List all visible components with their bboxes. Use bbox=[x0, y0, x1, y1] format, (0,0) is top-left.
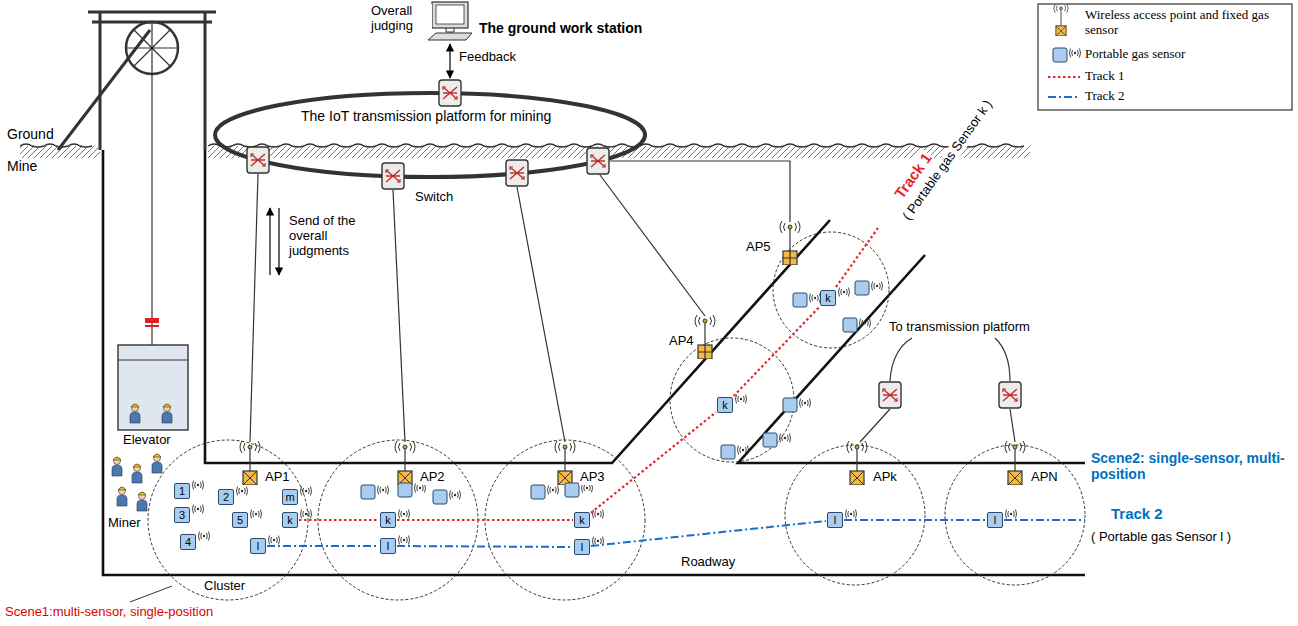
text-label: Mine bbox=[6, 158, 38, 174]
text-label: AP3 bbox=[579, 470, 606, 485]
text-label: AP2 bbox=[419, 470, 446, 485]
sensor-id: 4 bbox=[185, 537, 191, 548]
text-label: Miner bbox=[107, 516, 142, 531]
text-label: The IoT transmission platform for mining bbox=[300, 108, 552, 124]
portable-sensor: l bbox=[987, 512, 1003, 528]
portable-sensor: 2 bbox=[218, 489, 234, 505]
antenna-arcs bbox=[399, 536, 410, 545]
track-2-line bbox=[844, 519, 986, 521]
track-1-line bbox=[397, 519, 573, 521]
legend-text: Track 1 bbox=[1085, 69, 1285, 84]
sensor-id: 2 bbox=[223, 492, 229, 503]
text-label: Switch bbox=[414, 190, 454, 205]
track-1-line bbox=[591, 412, 716, 513]
sensor-id: k bbox=[385, 515, 391, 526]
antenna-arcs bbox=[846, 510, 857, 519]
portable-sensor: k bbox=[282, 512, 298, 528]
text-label: Send of the overall judgments bbox=[288, 214, 382, 259]
portable-sensor: m bbox=[282, 489, 298, 505]
text-label: Feedback bbox=[458, 50, 517, 65]
portable-sensor: k bbox=[717, 397, 733, 413]
portable-sensor: l bbox=[827, 512, 843, 528]
sensor-id: 5 bbox=[237, 515, 243, 526]
text-label: AP1 bbox=[264, 470, 291, 485]
portable-sensor: l bbox=[380, 538, 396, 554]
sensor-id: k bbox=[287, 515, 293, 526]
text-label: Track 2 bbox=[1110, 505, 1164, 522]
sensor-id: k bbox=[722, 400, 728, 411]
portable-sensor: 4 bbox=[180, 534, 196, 550]
track-1-line bbox=[734, 307, 820, 396]
portable-sensor: 3 bbox=[174, 507, 190, 523]
sensor-id: l bbox=[581, 542, 583, 553]
text-label: APN bbox=[1030, 470, 1059, 485]
text-label: AP5 bbox=[745, 240, 772, 255]
text-label: Cluster bbox=[203, 579, 246, 594]
track-1-line bbox=[299, 519, 379, 521]
antenna-arcs bbox=[593, 537, 604, 546]
sensor-id: l bbox=[994, 515, 996, 526]
legend-text: Portable gas sensor bbox=[1085, 47, 1285, 62]
portable-sensor: 5 bbox=[232, 512, 248, 528]
sensor-id: l bbox=[834, 515, 836, 526]
antenna-arcs bbox=[1006, 510, 1017, 519]
portable-sensor: l bbox=[574, 539, 590, 555]
antenna-arcs bbox=[301, 487, 312, 496]
text-label: Elevator bbox=[122, 433, 172, 448]
portable-sensor: k bbox=[820, 290, 836, 306]
antenna-arcs bbox=[193, 505, 204, 514]
track-2-line bbox=[397, 546, 573, 547]
portable-sensor: 1 bbox=[174, 483, 190, 499]
antenna-arcs bbox=[251, 510, 262, 519]
track-2-line bbox=[267, 545, 379, 547]
antenna-arcs bbox=[736, 395, 747, 404]
portable-sensor: k bbox=[574, 512, 590, 528]
legend-text: Wireless access point and fixed gas sens… bbox=[1085, 8, 1285, 38]
portable-sensor: k bbox=[380, 512, 396, 528]
text-label: To transmission platform bbox=[888, 320, 1031, 335]
sensor-id: k bbox=[825, 293, 831, 304]
antenna-arcs bbox=[839, 288, 850, 297]
sensor-id: 3 bbox=[179, 510, 185, 521]
sensor-id: m bbox=[285, 492, 294, 503]
antenna-arcs bbox=[237, 487, 248, 496]
antenna-arcs bbox=[193, 481, 204, 490]
sensor-id: k bbox=[579, 515, 585, 526]
text-label: Scene2: single-sensor, multi-position bbox=[1090, 450, 1292, 482]
sensor-id: 1 bbox=[179, 486, 185, 497]
text-label: Overall judging bbox=[370, 4, 432, 34]
text-label: AP4 bbox=[668, 334, 695, 349]
antenna-arcs bbox=[199, 532, 210, 541]
antenna-arcs bbox=[269, 536, 280, 545]
sensor-id: l bbox=[387, 541, 389, 552]
text-label: The ground work station bbox=[478, 20, 643, 36]
antenna-arcs bbox=[399, 510, 410, 519]
legend-text: Track 2 bbox=[1085, 89, 1285, 104]
text-label: Roadway bbox=[680, 555, 736, 570]
text-label: APk bbox=[872, 470, 898, 485]
portable-sensor: l bbox=[250, 538, 266, 554]
text-label: Scene1:multi-sensor, single-position bbox=[4, 605, 214, 620]
sensor-id: l bbox=[257, 541, 259, 552]
antenna-arcs bbox=[593, 510, 604, 519]
text-label: Ground bbox=[6, 126, 55, 142]
track-2-line bbox=[591, 521, 826, 546]
text-label: ( Portable gas Sensor l ) bbox=[1090, 530, 1232, 545]
antenna-arcs bbox=[301, 510, 312, 519]
